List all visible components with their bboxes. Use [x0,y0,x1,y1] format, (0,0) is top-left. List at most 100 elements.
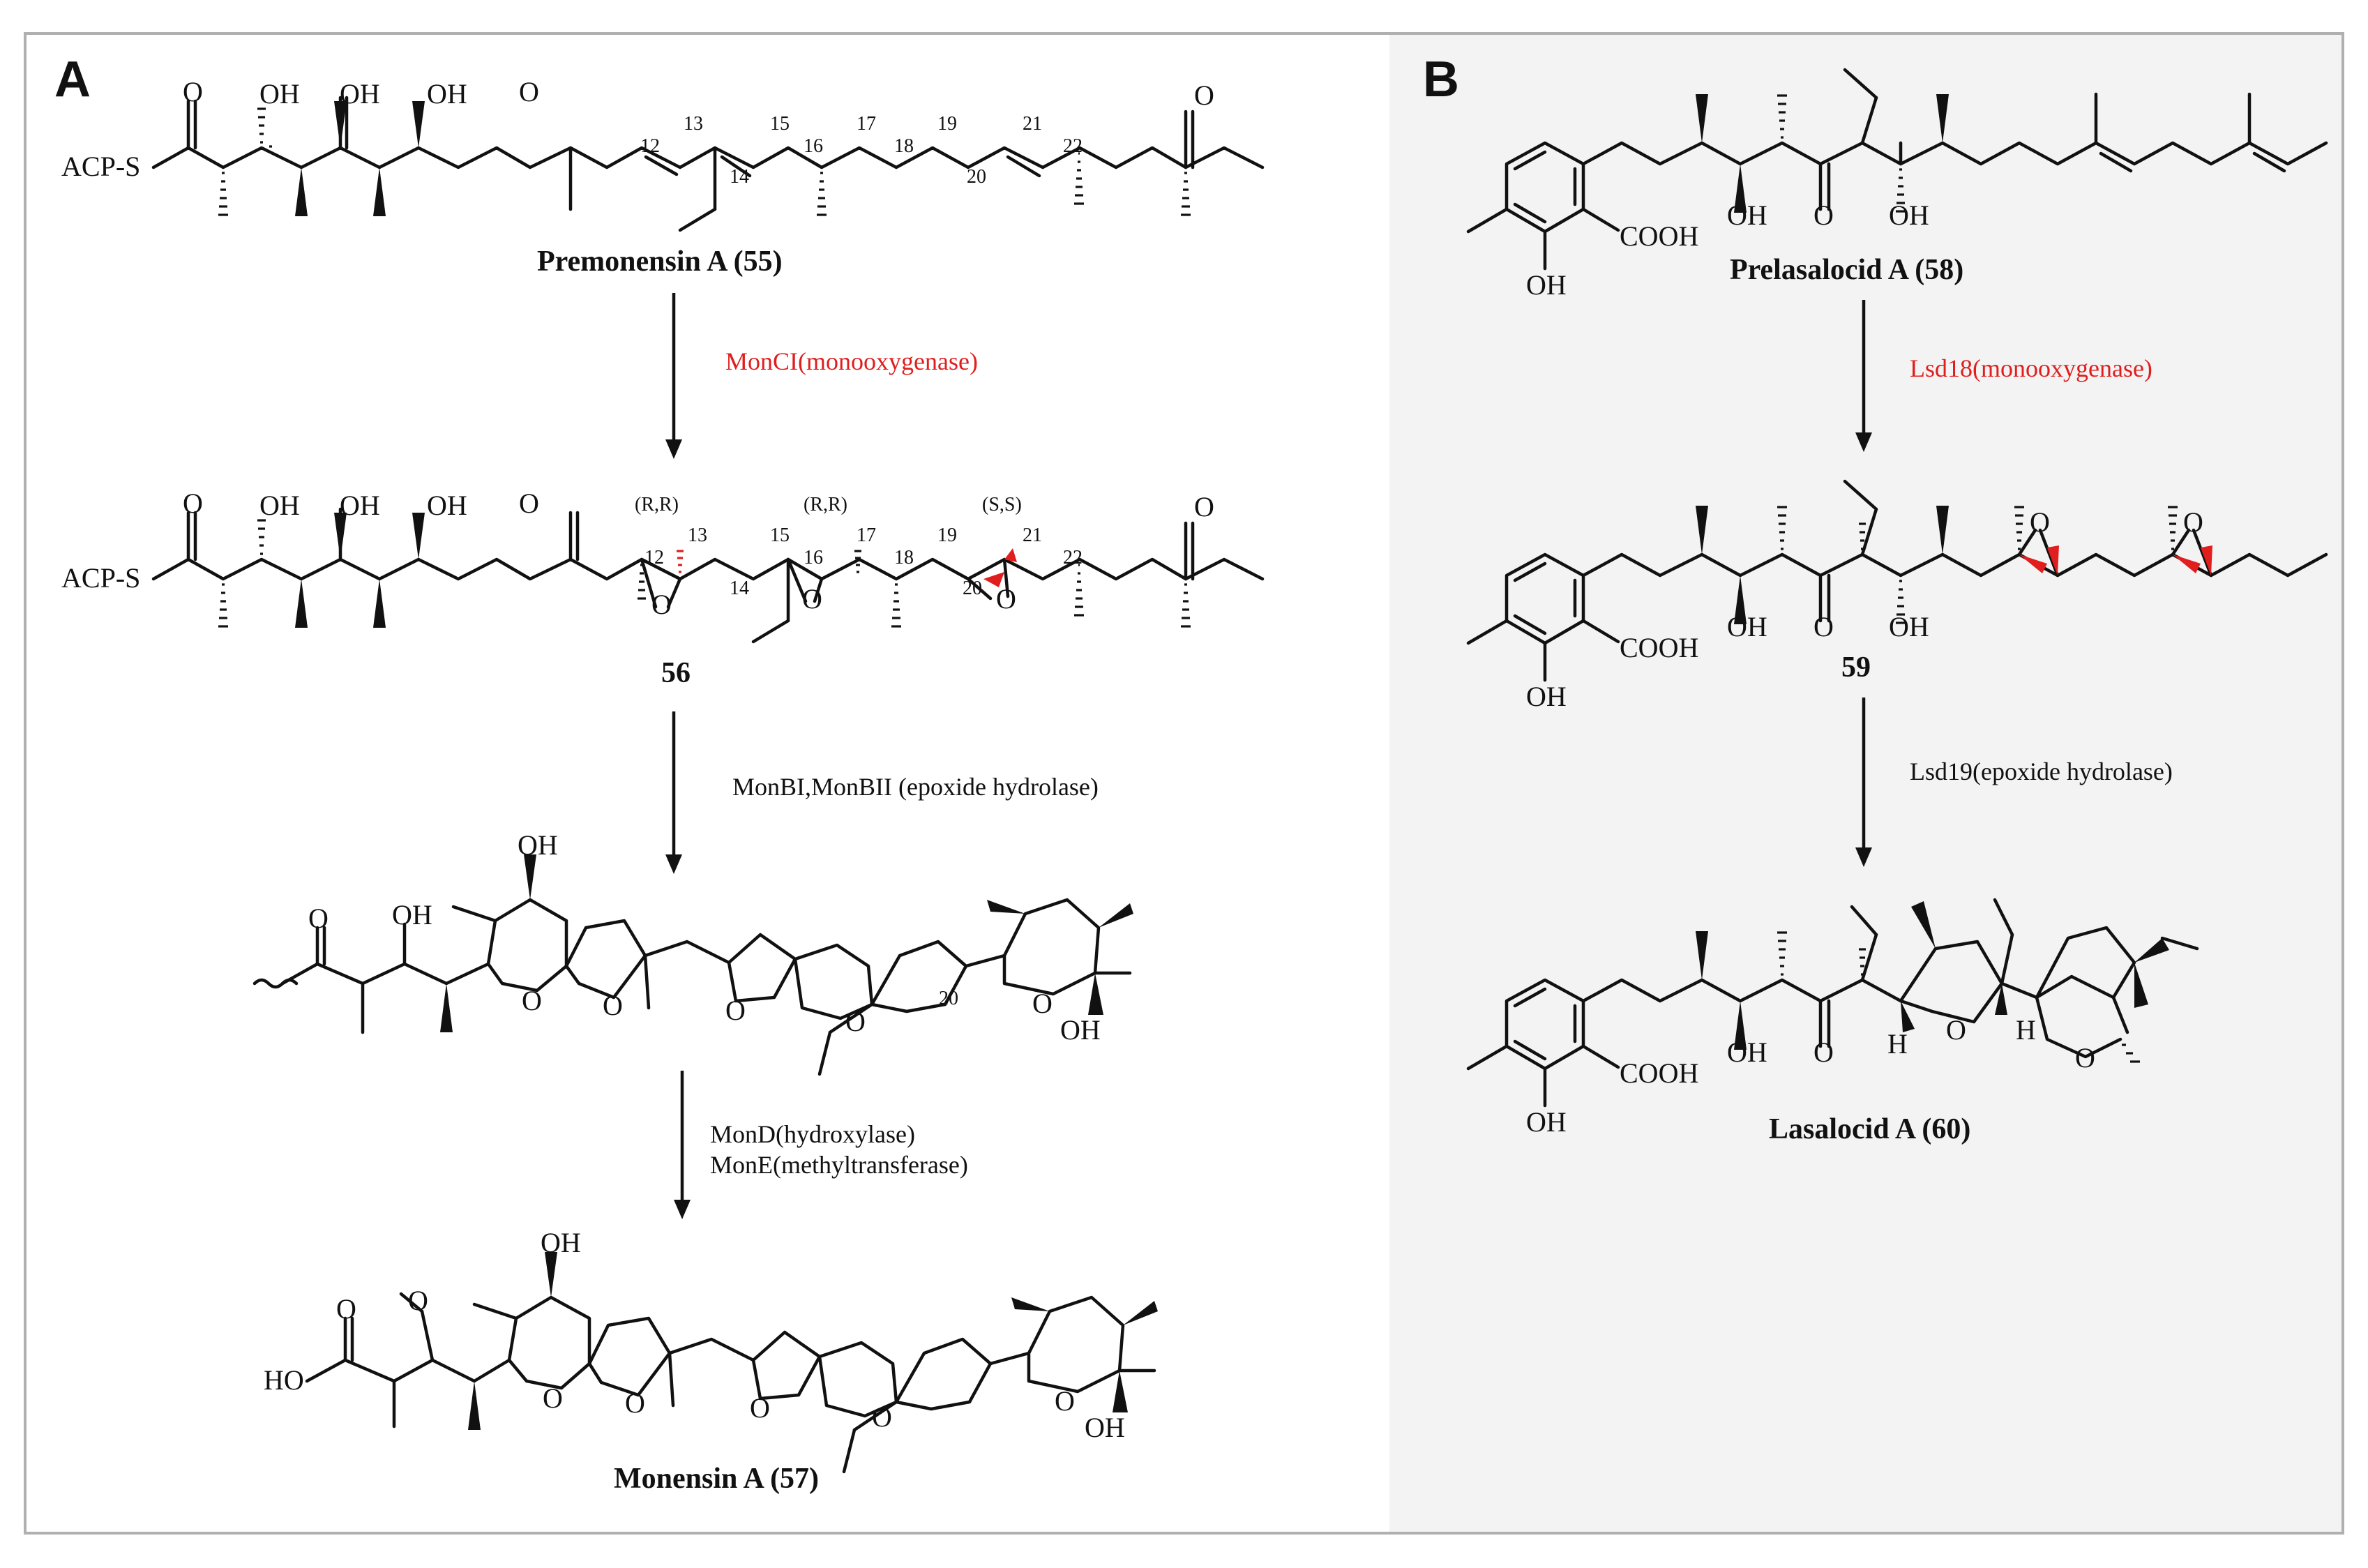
ketone-o-label: O [1813,1036,1834,1068]
locant-22: 22 [1063,547,1083,568]
ring-o-label: O [543,1382,563,1414]
epoxide-o-label: O [2183,506,2203,538]
hydroxyl-label: OH [518,829,558,861]
cooh-label: COOH [1620,1057,1698,1089]
ring-h-label: H [2016,1014,2036,1046]
hydroxyl-label: OH [259,490,300,521]
carbonyl-o-label: O [183,488,203,519]
stereo-label-12-13: (R,R) [635,494,679,515]
carbonyl-o-label: O [183,76,203,107]
panel-b-letter: B [1423,52,1459,107]
prelasalocid-a-structure [1466,68,2328,271]
locant-20: 20 [963,578,982,599]
enzyme-lsd18: Lsd18(monooxygenase) [1910,354,2152,382]
ring-h-label: H [1887,1028,1908,1060]
ring-o-label: O [1055,1385,1075,1417]
monensin-a-structure [305,1252,1158,1474]
locant-13: 13 [688,525,707,546]
enzyme-lsd19: Lsd19(epoxide hydrolase) [1910,757,2173,785]
ketone-o-label: O [1813,611,1834,642]
ring-o-label: O [845,1006,866,1037]
premonensin-a-labels: ACP-S O OH OH OH O O 12 13 14 15 16 17 1… [61,76,1214,278]
compound-59-title: 59 [1841,651,1871,684]
locant-19: 19 [937,113,957,135]
enzyme-monbi-monbii: MonBI,MonBII (epoxide hydrolase) [732,773,1099,801]
hydroxyl-label: OH [340,78,380,110]
lasalocid-a-title: Lasalocid A (60) [1769,1113,1970,1145]
epoxide-o-label: O [802,583,822,615]
locant-16: 16 [804,547,823,568]
hydroxyl-label: OH [259,78,300,110]
locant-12: 12 [644,547,664,568]
locant-17: 17 [857,113,876,135]
lasalocid-a-labels: COOH OH OH O H O H O Lasalocid A (60) [1526,1014,2095,1145]
locant-19: 19 [937,525,957,546]
stereo-label-16-17: (R,R) [804,494,847,515]
locant-12: 12 [640,135,660,157]
ring-o-label: O [522,985,542,1016]
phenol-oh-label: OH [1526,681,1567,712]
compound-59-structure [1466,479,2328,682]
ketone-o-label: O [1194,491,1214,522]
ring-o-label: O [1032,988,1053,1019]
epoxide-o-label: O [2030,506,2050,538]
figure-border [24,32,2344,1535]
hydroxyl-label: OH [427,490,467,521]
hydroxyl-label: OH [1085,1412,1125,1443]
carbonyl-o-label: O [519,76,539,107]
ring-o-label: O [725,995,746,1026]
carbonyl-o-label: O [519,488,539,519]
panel-a-letter: A [54,52,91,107]
compound-59-labels: COOH OH OH O OH O O 59 [1526,506,2203,712]
locant-22: 22 [1063,135,1083,157]
stereo-label-20-21: (S,S) [982,494,1022,515]
enzyme-mone: MonE(methyltransferase) [710,1151,968,1179]
intermediate-labels: O OH OH O O O O 20 O OH [308,829,1101,1046]
ho-label: HO [264,1364,304,1396]
locant-20: 20 [967,166,986,188]
locant-18: 18 [894,135,914,157]
locant-15: 15 [770,525,790,546]
arrowhead [1855,432,1872,452]
hydroxyl-label: OH [340,490,380,521]
locant-14: 14 [730,578,749,599]
premonensin-a-title: Premonensin A (55) [537,246,783,278]
hydroxyl-label: OH [392,899,432,930]
ketone-o-label: O [1194,80,1214,111]
epoxide-o-label: O [996,583,1016,615]
arrowhead [1855,847,1872,867]
compound-56-labels: ACP-S O OH OH OH O O O O O (R,R) (R,R) (… [61,488,1214,689]
acp-s-label: ACP-S [61,562,140,594]
phenol-oh-label: OH [1526,269,1567,301]
ring-o-label: O [625,1387,645,1419]
hydroxyl-label: OH [1727,1036,1767,1068]
enzyme-mond: MonD(hydroxylase) [710,1120,915,1148]
locant-17: 17 [857,525,876,546]
ring-o-label: O [1946,1014,1966,1046]
compound-56-structure [151,507,1265,644]
hydroxyl-label: OH [1727,199,1767,231]
arrowhead [665,854,682,874]
compound-56-title: 56 [661,657,691,689]
locant-14: 14 [730,166,749,188]
arrowhead [665,439,682,459]
prelasalocid-a-labels: COOH OH OH O OH Prelasalocid A (58) [1526,199,1963,301]
ketone-o-label: O [1813,199,1834,231]
monensin-a-title: Monensin A (57) [614,1463,819,1495]
hydroxyl-label: OH [1727,611,1767,642]
premonensin-a-structure [151,96,1265,232]
acp-s-label: ACP-S [61,151,140,182]
locant-13: 13 [684,113,703,135]
prelasalocid-a-title: Prelasalocid A (58) [1730,254,1963,286]
locant-18: 18 [894,547,914,568]
hydroxyl-label: OH [427,78,467,110]
enzyme-monci: MonCI(monooxygenase) [725,347,978,375]
locant-20: 20 [939,988,958,1009]
ring-o-label: O [2075,1042,2095,1073]
hydroxyl-label: OH [1889,199,1929,231]
hydroxyl-label: OH [1060,1014,1101,1046]
intermediate-structure [252,854,1133,1076]
locant-16: 16 [804,135,823,157]
carbonyl-o-label: O [308,903,329,934]
